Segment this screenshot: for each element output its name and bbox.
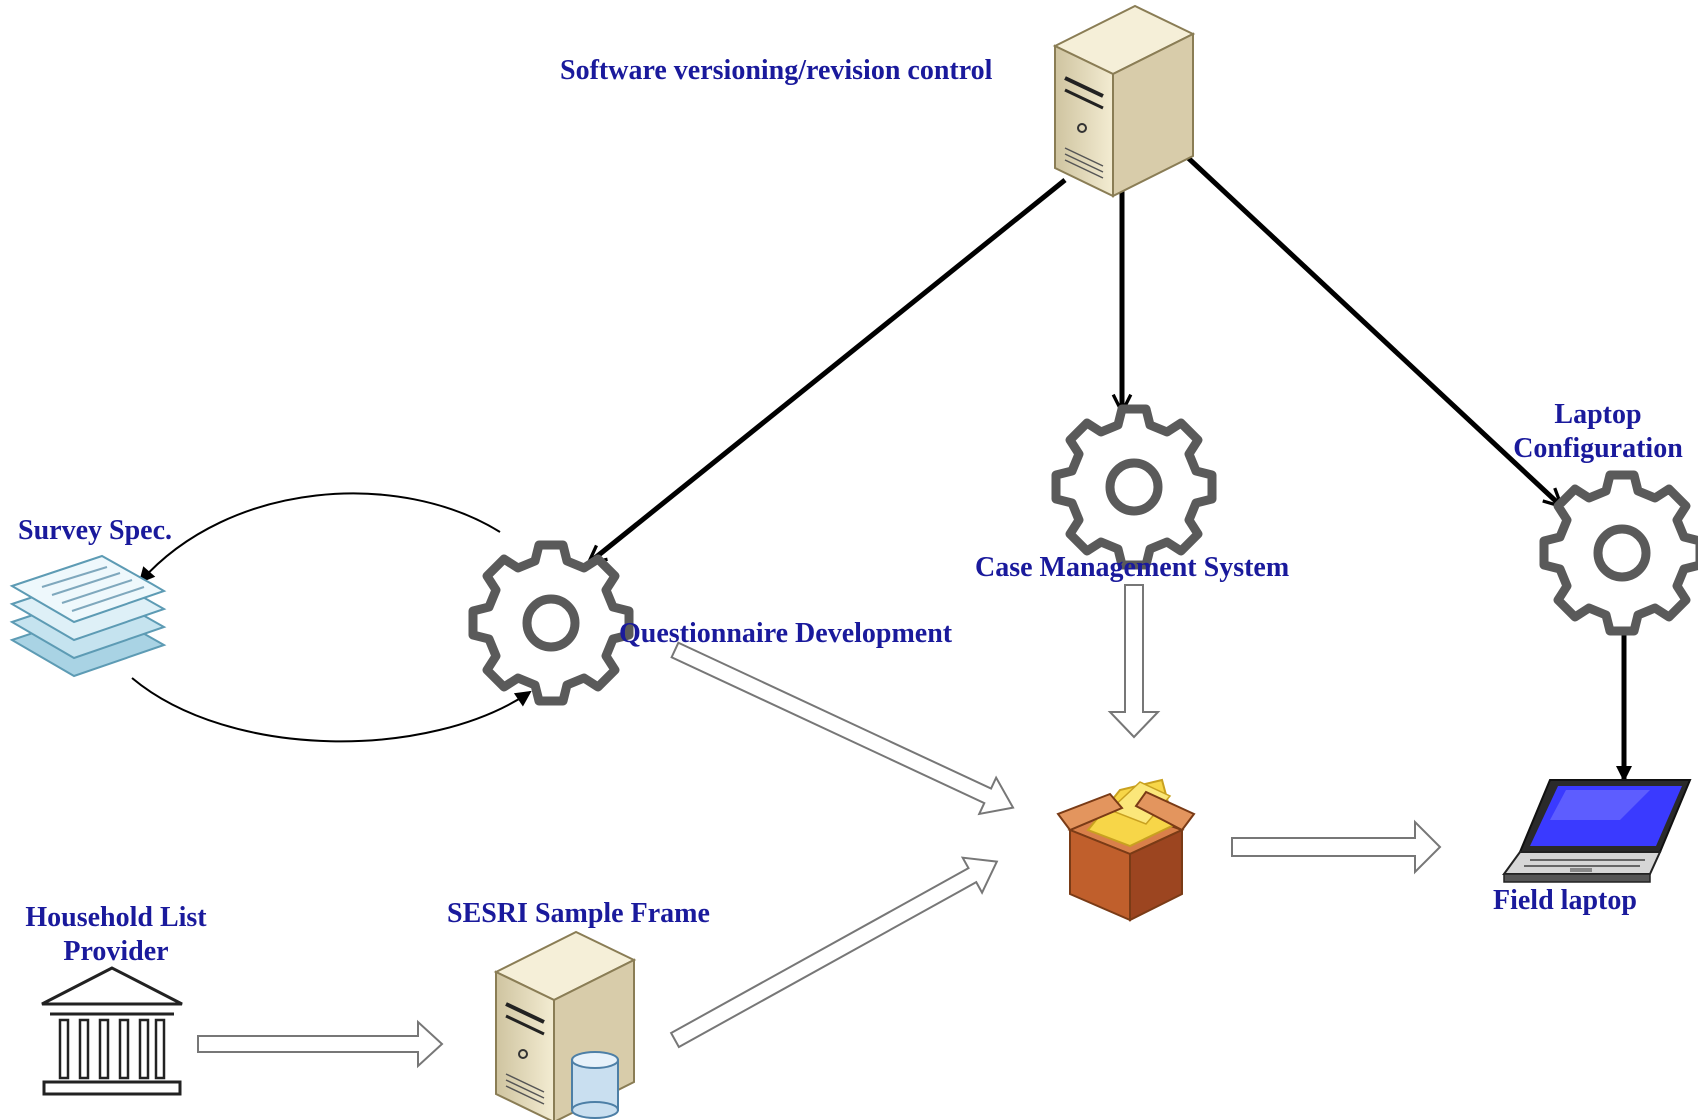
edge-package-to-field-laptop [1231, 819, 1442, 875]
edge-vc-to-laptop-config [1183, 153, 1560, 505]
gear-icon-laptop-config [1539, 470, 1698, 636]
label-laptop-configuration-line2: Configuration [1513, 433, 1683, 464]
gear-icon-questionnaire [468, 540, 634, 706]
label-household-provider-line2: Provider [63, 936, 169, 967]
institution-icon [41, 966, 183, 1096]
laptop-icon [1502, 779, 1692, 883]
database-cylinder-icon [571, 1051, 619, 1119]
gear-icon-case-management [1051, 404, 1217, 570]
edge-survey-spec-to-questionnaire [131, 677, 532, 743]
label-sample-frame: SESRI Sample Frame [447, 898, 710, 929]
package-box-icon [1056, 778, 1196, 922]
label-laptop-configuration: Laptop Configuration [1498, 398, 1698, 466]
label-field-laptop: Field laptop [1493, 885, 1637, 916]
documents-icon [9, 554, 167, 678]
label-case-management: Case Management System [975, 552, 1290, 583]
edge-vc-to-questionnaire [590, 178, 1067, 562]
label-survey-spec: Survey Spec. [18, 515, 172, 546]
edge-questionnaire-to-package [670, 641, 1015, 816]
label-version-control: Software versioning/revision control [560, 55, 993, 86]
label-household-provider: Household List Provider [6, 901, 226, 969]
label-laptop-configuration-line1: Laptop [1554, 399, 1642, 430]
edge-case-management-to-package [1107, 584, 1161, 739]
database-server-icon [493, 930, 637, 1120]
server-icon [1052, 4, 1196, 198]
label-questionnaire: Questionnaire Development [619, 618, 953, 649]
edge-sample-frame-to-package [669, 856, 999, 1049]
label-household-provider-line1: Household List [25, 902, 207, 933]
edge-household-provider-to-sample-frame [197, 1019, 444, 1069]
edge-questionnaire-to-survey-spec [138, 492, 501, 584]
